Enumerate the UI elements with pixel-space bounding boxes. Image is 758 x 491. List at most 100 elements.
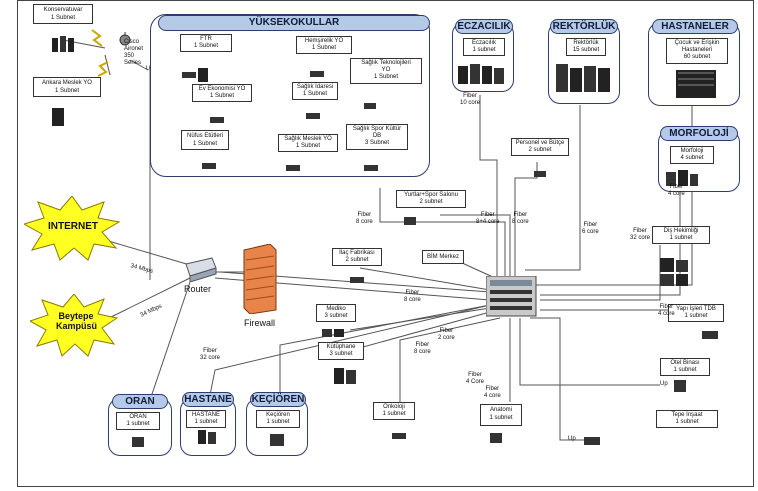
saglik-teknoloji-subnet: 1 Subnet [373, 74, 399, 80]
hemsirelik-label: Hemşirelik YO [304, 38, 344, 44]
wireless-label-line3: 350 [124, 53, 135, 59]
saglik-teknoloji-label-2: YO [381, 67, 391, 73]
morfoloji-header: MORFOLOJİ [660, 126, 738, 141]
internet-label: INTERNET [48, 221, 98, 232]
saglik-spor-label: Sağlık Spor Kültür [352, 126, 402, 132]
fiber-8-4-core: 8+4 core [476, 219, 500, 225]
rektorluk-label: Rektörlük [573, 40, 599, 46]
fiber-8core-a-label: Fiber 8 core [356, 212, 373, 226]
rektorluk-node: Rektörlük 15 subnet [566, 38, 606, 56]
hastane-label: HASTANE [192, 412, 220, 418]
dis-node: Diş Hekimliği 1 subnet [652, 226, 710, 244]
fiber-8core-b-type: Fiber [513, 212, 528, 218]
ftr-subnet: 1 Subnet [193, 43, 219, 49]
otel-label: Otel Binası [670, 360, 700, 366]
onkoloji-subnet: 1 subnet [382, 411, 406, 417]
saglik-meslek-subnet: 1 Subnet [295, 143, 321, 149]
fiber-8core-b-core: 8 core [512, 219, 529, 225]
cocuk-eriskin-label-2: Hastaneleri [681, 47, 713, 53]
bim-node: BİM Merkez [422, 250, 464, 264]
hastane-header: HASTANE [182, 392, 234, 407]
fiber-rektorluk-label: Fiber 6 core [582, 222, 599, 236]
saglik-idaresi-switch-icon [306, 108, 320, 126]
beytepe-burst-icon [30, 294, 118, 357]
ev-ekonomisi-label: Ev Ekonomisi YO [198, 86, 246, 92]
fiber-yapi-label: Fiber 4 core [658, 304, 675, 318]
hemsirelik-switch-icon [310, 66, 324, 84]
saglik-idaresi-node: Sağlık İdaresi 1 Subnet [292, 82, 338, 100]
fiber-4core-a-label: Fiber 4 Core [466, 372, 484, 386]
saglik-meslek-node: Sağlık Meslek YO 1 Subnet [278, 134, 338, 152]
fiber-yapi-type: Fiber [659, 304, 674, 310]
morfoloji-subnet: 4 subnet [680, 155, 704, 161]
fiber-32-hastane-core: 32 core [200, 355, 221, 361]
kecioren-label: Keçiören [266, 412, 290, 418]
fiber-8core-d-label: Fiber 8 core [414, 342, 431, 356]
personel-label: Personel ve Bütçe [515, 140, 565, 146]
ftr-label: FTR [200, 36, 212, 42]
hastane-subnet: 1 subnet [194, 419, 218, 425]
dis-subnet: 1 subnet [669, 235, 693, 241]
mediko-switch-icon [322, 326, 344, 344]
wireless-label-line2: Aironet [124, 46, 144, 52]
fiber-rektorluk-core: 6 core [582, 229, 599, 235]
personel-switch-icon [534, 166, 546, 184]
ankara-meslek-node: Ankara Meslek YO 1 Subnet [33, 77, 101, 97]
fiber-8core-d-type: Fiber [415, 342, 430, 348]
fiber-8core-d-core: 8 core [414, 349, 431, 355]
ankara-meslek-server-icon [52, 108, 64, 131]
fiber-32-dis-type: Fiber [633, 228, 647, 234]
yapi-label: Yapı İşleri TDB [676, 306, 716, 312]
fiber-2core-core: 2 core [438, 335, 455, 341]
yurtlar-switch-icon [404, 214, 416, 232]
internet-burst-icon [24, 196, 120, 261]
access-point-icon [118, 32, 132, 51]
beytepe-label-line1: Beytepe [58, 311, 94, 321]
personel-subnet: 2 subnet [528, 147, 552, 153]
tepe-node: Tepe İnşaat 1 subnet [656, 410, 718, 428]
mediko-label: Mediko [326, 306, 346, 312]
tepe-label: Tepe İnşaat [671, 412, 703, 418]
kecioren-header: KEÇİÖREN [250, 392, 306, 407]
ilac-node: İlaç Fabrikası 2 subnet [332, 248, 382, 266]
core-switch-icon [485, 275, 538, 323]
yurtlar-label: Yurtlar+Spor Salonu [404, 192, 458, 198]
fiber-eczacilik-core: 10 core [460, 100, 481, 106]
saglik-teknoloji-switch-icon [364, 98, 376, 116]
nufus-label: Nüfus Etütleri [186, 133, 223, 139]
rektorluk-header: REKTÖRLÜK [550, 19, 618, 34]
eczacilik-subnet: 1 subnet [472, 47, 496, 53]
saglik-spor-label-2: DB [372, 133, 382, 139]
fiber-4core-a-type: Fiber [468, 372, 482, 378]
hastaneler-header: HASTANELER [652, 19, 738, 34]
onkoloji-label: Onkoloji [383, 404, 405, 410]
ilac-switch-icon [350, 272, 364, 290]
fiber-32-dis-core: 32 core [630, 235, 651, 241]
eczacilik-server-icon [458, 62, 508, 91]
fiber-32-hastane-label: Fiber 32 core [200, 348, 220, 362]
ev-ekonomisi-subnet: 1 Subnet [209, 93, 235, 99]
onkoloji-switch-icon [392, 428, 406, 446]
router-label: Router [184, 284, 212, 294]
morfoloji-label: Morfoloji [680, 148, 704, 154]
ev-ekonomisi-switch-icon [210, 112, 224, 130]
fiber-32-dis-label: Fiber 32 core [630, 228, 650, 242]
eczacilik-node: Eczacılık 1 subnet [463, 38, 505, 56]
cocuk-eriskin-subnet: 60 subnet [683, 54, 711, 60]
fiber-morfoloji-label: Fiber 4 core [668, 184, 685, 198]
otel-node: Otel Binası 1 subnet [660, 358, 710, 376]
hemsirelik-node: Hemşirelik YO 1 Subnet [296, 36, 352, 54]
fiber-8-4-label: Fiber 8+4 core [476, 212, 500, 226]
kutuphane-node: Kütüphane 3 subnet [318, 342, 364, 360]
diagram-frame [17, 0, 754, 487]
ilac-label: İlaç Fabrikası [339, 250, 375, 256]
fiber-eczacilik-type: Fiber [463, 93, 477, 99]
konservatuvar-subnet: 1 Subnet [50, 15, 76, 21]
yurtlar-node: Yurtlar+Spor Salonu 2 subnet [396, 190, 466, 208]
morfoloji-server-icon [666, 170, 700, 193]
kecioren-subnet: 1 subnet [266, 419, 290, 425]
saglik-idaresi-subnet: 1 Subnet [302, 91, 328, 97]
saglik-teknoloji-node: Sağlık Teknolojileri YO 1 Subnet [350, 58, 422, 84]
